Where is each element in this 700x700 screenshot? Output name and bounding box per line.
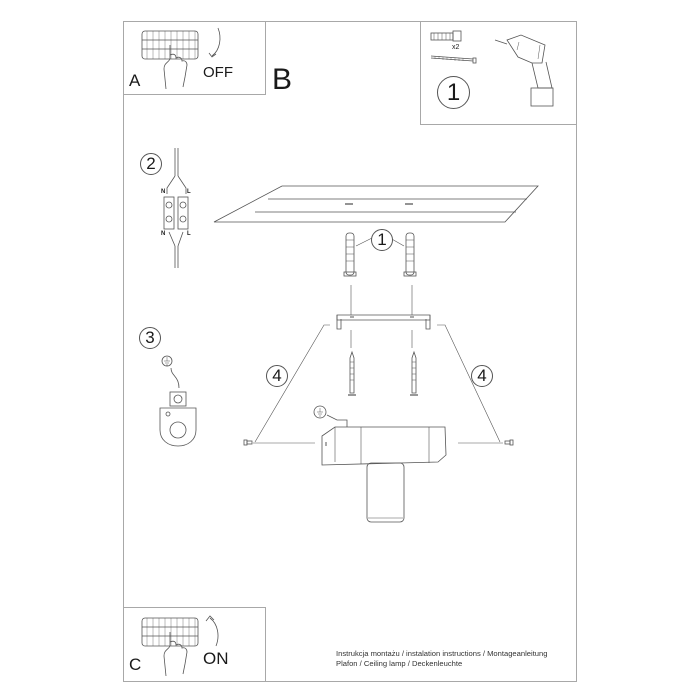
quantity-label: x2 [452,44,460,51]
step-4-right-number: 4 [477,366,487,385]
step-4-right-badge: 4 [471,365,493,387]
step-3-number: 3 [145,328,155,347]
wire-connector-icon [163,148,189,268]
step-2-badge: 2 [140,153,162,175]
footer-caption: Instrukcja montażu / instalation instruc… [336,649,547,669]
screw-icon [430,55,477,64]
mounting-bracket [336,314,431,330]
footer-line-1: Instrukcja montażu / instalation instruc… [336,649,548,658]
fuse-box-on-icon [141,615,219,677]
step-1-tools-number: 1 [446,78,461,106]
side-screw-right [504,439,514,446]
step-b-label: B [272,63,293,96]
step-1-tools-badge: 1 [437,76,470,109]
ground-terminal-icon [159,355,197,447]
switch-off-label: OFF [203,64,233,81]
drill-icon [494,34,554,107]
step-c-label: C [129,655,142,674]
ceiling-lamp-body [313,405,447,523]
terminal-l-top: L [187,189,191,195]
terminal-l-bottom: L [187,231,191,237]
terminal-n-top: N [161,189,166,195]
step-1-plugs-number: 1 [377,230,387,249]
ceiling-plate [213,185,539,223]
wall-plug-icon [430,30,462,42]
terminal-n-bottom: N [161,231,166,237]
footer-line-2: Plafon / Ceiling lamp / Deckenleuchte [336,659,463,668]
instruction-sheet-frame [123,21,577,682]
switch-on-label: ON [203,649,229,668]
side-screw-left [243,439,253,446]
screw-left [348,350,356,396]
fuse-box-off-icon [141,27,221,90]
step-4-left-number: 4 [272,366,282,385]
step-2-number: 2 [146,154,156,173]
screw-right [410,350,418,396]
step-4-left-badge: 4 [266,365,288,387]
step-1-plugs-badge: 1 [371,229,393,251]
step-a-label: A [129,71,141,90]
wall-plug-left [343,232,357,277]
step-3-badge: 3 [139,327,161,349]
wall-plug-right [403,232,417,277]
